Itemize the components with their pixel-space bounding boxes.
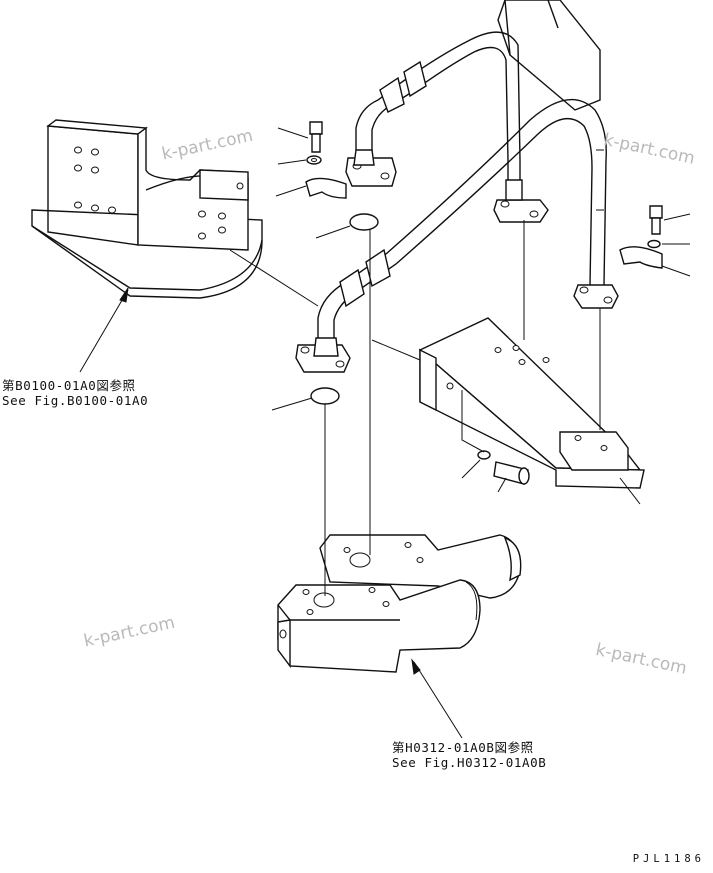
valve-reference-callout: 第H0312-01A0B図参照 See Fig.H0312-01A0B: [392, 740, 546, 770]
o-ring-upper: [349, 213, 379, 231]
frame-reference-callout: 第B0100-01A0図参照 See Fig.B0100-01A0: [2, 378, 148, 408]
drawing-code: PJL1186: [632, 853, 705, 865]
bolt-plate: [493, 461, 530, 485]
right-mounting-plate: [418, 317, 645, 489]
left-frame-bracket: [31, 119, 263, 299]
split-clamp-right: [619, 246, 663, 269]
washer-upper-left: [306, 155, 322, 165]
o-ring-lower: [310, 387, 340, 405]
washer-plate: [477, 450, 491, 460]
arrow-frame-ref: [79, 287, 129, 373]
rear-hose: [355, 31, 521, 195]
valve-reference-en: See Fig.H0312-01A0B: [392, 755, 547, 770]
control-valve: [277, 534, 522, 673]
frame-reference-jp: 第B0100-01A0図参照: [2, 378, 136, 393]
bolt-right: [649, 205, 663, 235]
front-hose-flange-right: [573, 284, 619, 309]
bolt-upper-left: [309, 121, 323, 153]
top-cylinder-bracket: [497, 0, 601, 111]
split-clamp-left: [305, 177, 347, 199]
leader-lines: [229, 127, 691, 596]
front-hose-flange-left: [295, 337, 351, 373]
arrow-valve-ref: [411, 658, 463, 739]
rear-hose-flange-right: [493, 179, 549, 223]
washer-right: [647, 239, 661, 249]
frame-reference-en: See Fig.B0100-01A0: [2, 393, 149, 408]
front-hose: [317, 98, 607, 350]
valve-reference-jp: 第H0312-01A0B図参照: [392, 740, 534, 755]
rear-hose-flange-left: [345, 149, 397, 187]
